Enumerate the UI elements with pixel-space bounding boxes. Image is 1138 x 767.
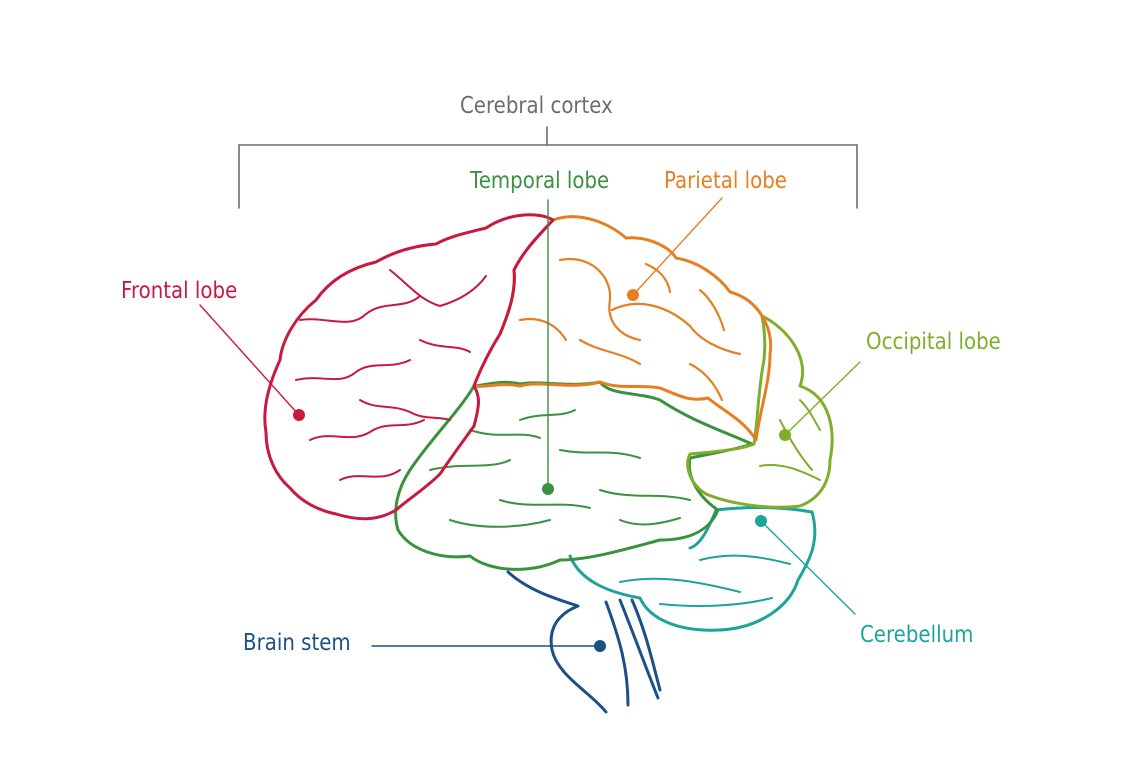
brain-stem-shape — [506, 570, 662, 714]
pointer-cerebellum — [755, 515, 856, 615]
parietal-lobe-shape — [472, 215, 773, 442]
cerebellum-label: Cerebellum — [860, 622, 974, 648]
occipital-lobe-label: Occipital lobe — [866, 329, 1001, 355]
temporal-lobe-label: Temporal lobe — [470, 168, 610, 194]
frontal-lobe-label: Frontal lobe — [121, 278, 238, 304]
pointer-temporal — [542, 199, 554, 495]
pointer-occipital — [779, 361, 861, 441]
frontal-lobe-shape — [263, 213, 555, 521]
pointer-brain-stem — [371, 640, 606, 652]
cerebral-cortex-label: Cerebral cortex — [460, 93, 613, 119]
cerebellum-shape — [568, 505, 817, 632]
parietal-lobe-label: Parietal lobe — [664, 168, 787, 194]
pointer-parietal — [627, 197, 723, 301]
pointer-frontal — [199, 304, 305, 421]
cortex-bracket — [238, 126, 858, 209]
occipital-lobe-shape — [686, 314, 834, 509]
brain-stem-label: Brain stem — [243, 630, 351, 656]
